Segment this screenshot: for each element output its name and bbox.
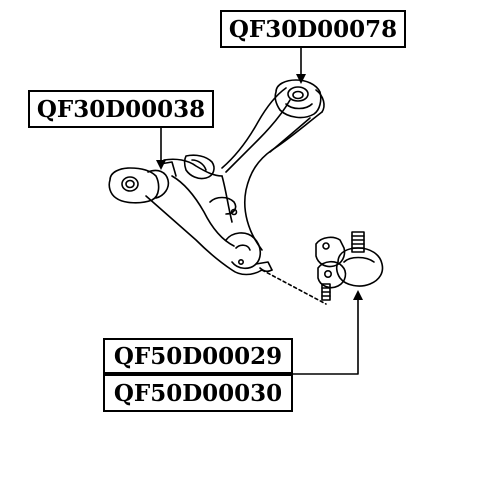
arrowhead-rear-bushing [296,74,306,84]
part-number-rear-bushing: QF30D00078 [220,10,406,48]
assembly-dashed-line [261,269,327,305]
ball-joint [315,231,384,301]
arrowhead-front-bushing [156,160,166,170]
arrowhead-ball-joint [353,290,363,300]
rear-bushing [274,79,325,119]
leader-ball-joint [292,295,359,375]
part-number-ball-joint-b: QF50D00030 [103,374,293,412]
part-number-ball-joint-a: QF50D00029 [103,338,293,374]
part-number-front-bushing: QF30D00038 [28,90,214,128]
